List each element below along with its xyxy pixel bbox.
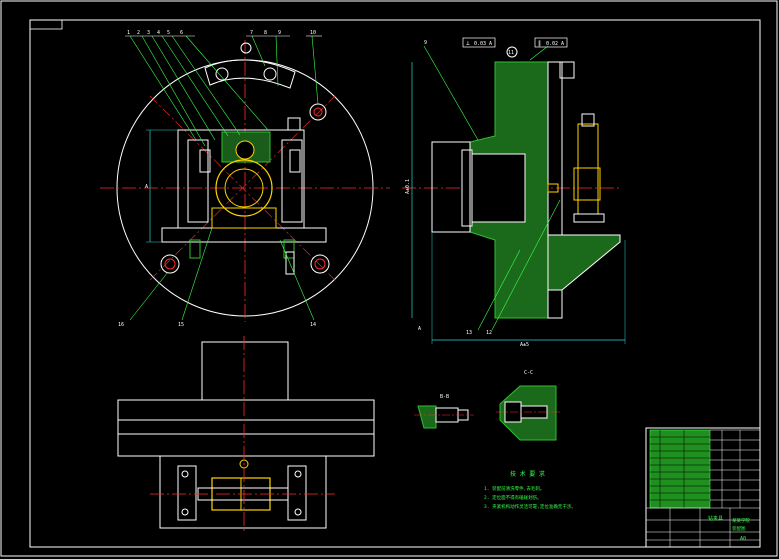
title-sheet: A0 [740, 536, 746, 542]
right-foot [285, 251, 295, 275]
callout-14: 14 [310, 322, 316, 328]
side-clamp-block [573, 167, 601, 201]
callout-1: 1 [127, 30, 130, 36]
v-block-bore [235, 140, 255, 160]
tech-req-item-3: 3. 夹紧机构动作灵活可靠,定位准确无干涉。 [484, 503, 576, 510]
side-dim-horizontal: A±5 [520, 342, 529, 348]
title-block: 钻夹具 某某学院 装配图 A0 [645, 427, 761, 548]
title-company: 某某学院 [732, 517, 750, 524]
tol-right-symbol: ∥ [538, 40, 541, 47]
front-top-leaders [129, 35, 319, 321]
side-datum: A [418, 326, 421, 332]
callout-4: 4 [157, 30, 160, 36]
side-center-pin [547, 183, 559, 193]
side-top-screw [559, 61, 575, 79]
callout-6: 6 [180, 30, 183, 36]
tol-left-symbol: ⊥ [466, 40, 470, 47]
side-clamp-base [573, 213, 605, 223]
top-bolt-3 [181, 508, 189, 516]
top-bolt-4 [294, 508, 302, 516]
mount-hole-bl-inner [164, 258, 176, 270]
fixture-base-plate [161, 227, 327, 243]
tech-req-title: 技 术 要 求 [510, 470, 545, 478]
top-flange [117, 399, 375, 457]
top-boss [201, 341, 289, 401]
mount-hole-br [310, 254, 330, 274]
tech-requirements: 技 术 要 求 1. 装配前清洗零件,去毛刺。 2. 定位面不得有磕碰划伤。 3… [484, 470, 576, 510]
arc-slot [204, 59, 296, 89]
side-view: A±0.1 A±5 A ⊥ 0.03 A ∥ 0.02 A 11 9 13 12 [402, 37, 626, 348]
slot-bolt-3 [240, 42, 252, 54]
workpiece-inner [224, 168, 264, 208]
side-callout-circle [506, 46, 518, 58]
side-callout-12: 12 [486, 330, 492, 336]
tol-left-value: 0.03 [474, 41, 486, 47]
tol-right-datum: A [561, 41, 564, 47]
left-pin [199, 149, 211, 173]
top-bolt-1 [181, 470, 189, 478]
section-bb-hatch [417, 405, 437, 429]
callout-3: 3 [147, 30, 150, 36]
tol-frame-right [534, 37, 568, 48]
parts-list [649, 429, 711, 509]
callout-2: 2 [137, 30, 140, 36]
callout-10: 10 [310, 30, 316, 36]
callout-7: 7 [250, 30, 253, 36]
tech-req-item-2: 2. 定位面不得有磕碰划伤。 [484, 494, 542, 501]
callout-5: 5 [167, 30, 170, 36]
front-view: A 1 2 3 4 5 6 7 8 9 10 16 [100, 30, 390, 328]
title-grid [646, 429, 760, 547]
hole-centerline-diag2 [149, 95, 336, 281]
parts-list-rows [650, 430, 710, 508]
title-drawing-name: 钻夹具 [708, 515, 723, 522]
section-bb: B-B [414, 394, 474, 429]
left-column [187, 139, 209, 223]
side-bore-step [461, 149, 473, 227]
left-support [189, 239, 201, 259]
side-callout-11: 11 [508, 50, 514, 56]
title-block-frame [645, 427, 761, 548]
mount-hole-tr-inner [313, 107, 323, 117]
side-callout-9: 9 [424, 40, 427, 46]
callout-15: 15 [178, 322, 184, 328]
callout-8: 8 [264, 30, 267, 36]
top-view [117, 336, 375, 532]
slot-bolt-2 [263, 67, 277, 81]
callout-16: 16 [118, 322, 124, 328]
side-callout-13: 13 [466, 330, 472, 336]
drawing-frame [29, 19, 761, 548]
code-box [29, 19, 63, 30]
tech-req-item-1: 1. 装配前清洗零件,去毛刺。 [484, 485, 544, 492]
side-bore [469, 153, 526, 223]
top-right-block [287, 465, 307, 521]
tol-right-value: 0.02 [546, 41, 558, 47]
workpiece [215, 159, 273, 217]
section-cc-label: C-C [524, 370, 533, 376]
front-dim-height: A [145, 184, 148, 190]
callout-9: 9 [278, 30, 281, 36]
top-left-block [177, 465, 197, 521]
mount-hole-tr [309, 103, 327, 121]
top-bolt-2 [294, 470, 302, 478]
right-column [281, 139, 303, 223]
tol-left-datum: A [489, 41, 492, 47]
section-bb-label: B-B [440, 394, 449, 400]
mount-hole-br-inner [314, 258, 326, 270]
slot-bolt-1 [215, 67, 229, 81]
side-clamp-nut [581, 113, 595, 127]
side-rib [547, 234, 621, 291]
tol-frame-left [462, 37, 496, 48]
side-dim-vertical: A±0.1 [405, 179, 411, 194]
title-material: 装配图 [732, 525, 746, 532]
top-screw [287, 117, 301, 131]
locating-block [211, 207, 277, 229]
right-pin [289, 149, 301, 173]
mount-hole-bl [160, 254, 180, 274]
top-fixture-plate [159, 455, 327, 529]
side-leaders [423, 45, 561, 331]
section-cc: C-C [496, 370, 562, 441]
side-left-flange [431, 141, 471, 233]
